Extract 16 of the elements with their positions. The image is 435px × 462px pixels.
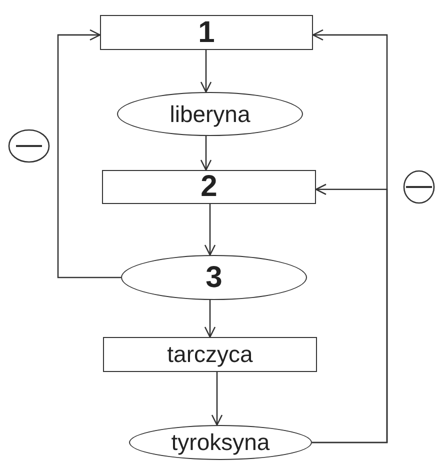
- process-box: [100, 15, 313, 50]
- node-label: 2: [200, 172, 218, 202]
- arrow: [57, 29, 121, 278]
- arrow: [204, 204, 216, 256]
- node-label: liberyna: [170, 102, 250, 126]
- node-label: tarczyca: [167, 343, 253, 366]
- node-label: tyroksyna: [171, 431, 270, 454]
- process-box: [103, 337, 317, 372]
- arrow: [312, 184, 388, 444]
- process-box: [102, 170, 316, 204]
- arrow: [200, 136, 212, 171]
- arrow: [211, 372, 223, 426]
- arrow: [204, 300, 216, 338]
- node-label: 1: [198, 18, 215, 48]
- arrow: [200, 50, 212, 93]
- node-label: 3: [206, 262, 222, 292]
